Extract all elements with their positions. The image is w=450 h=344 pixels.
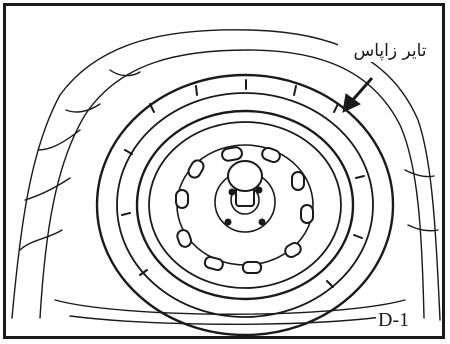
spare-tire-label: تاير زاپاس (338, 40, 442, 62)
figure-code: D-1 (376, 308, 411, 332)
